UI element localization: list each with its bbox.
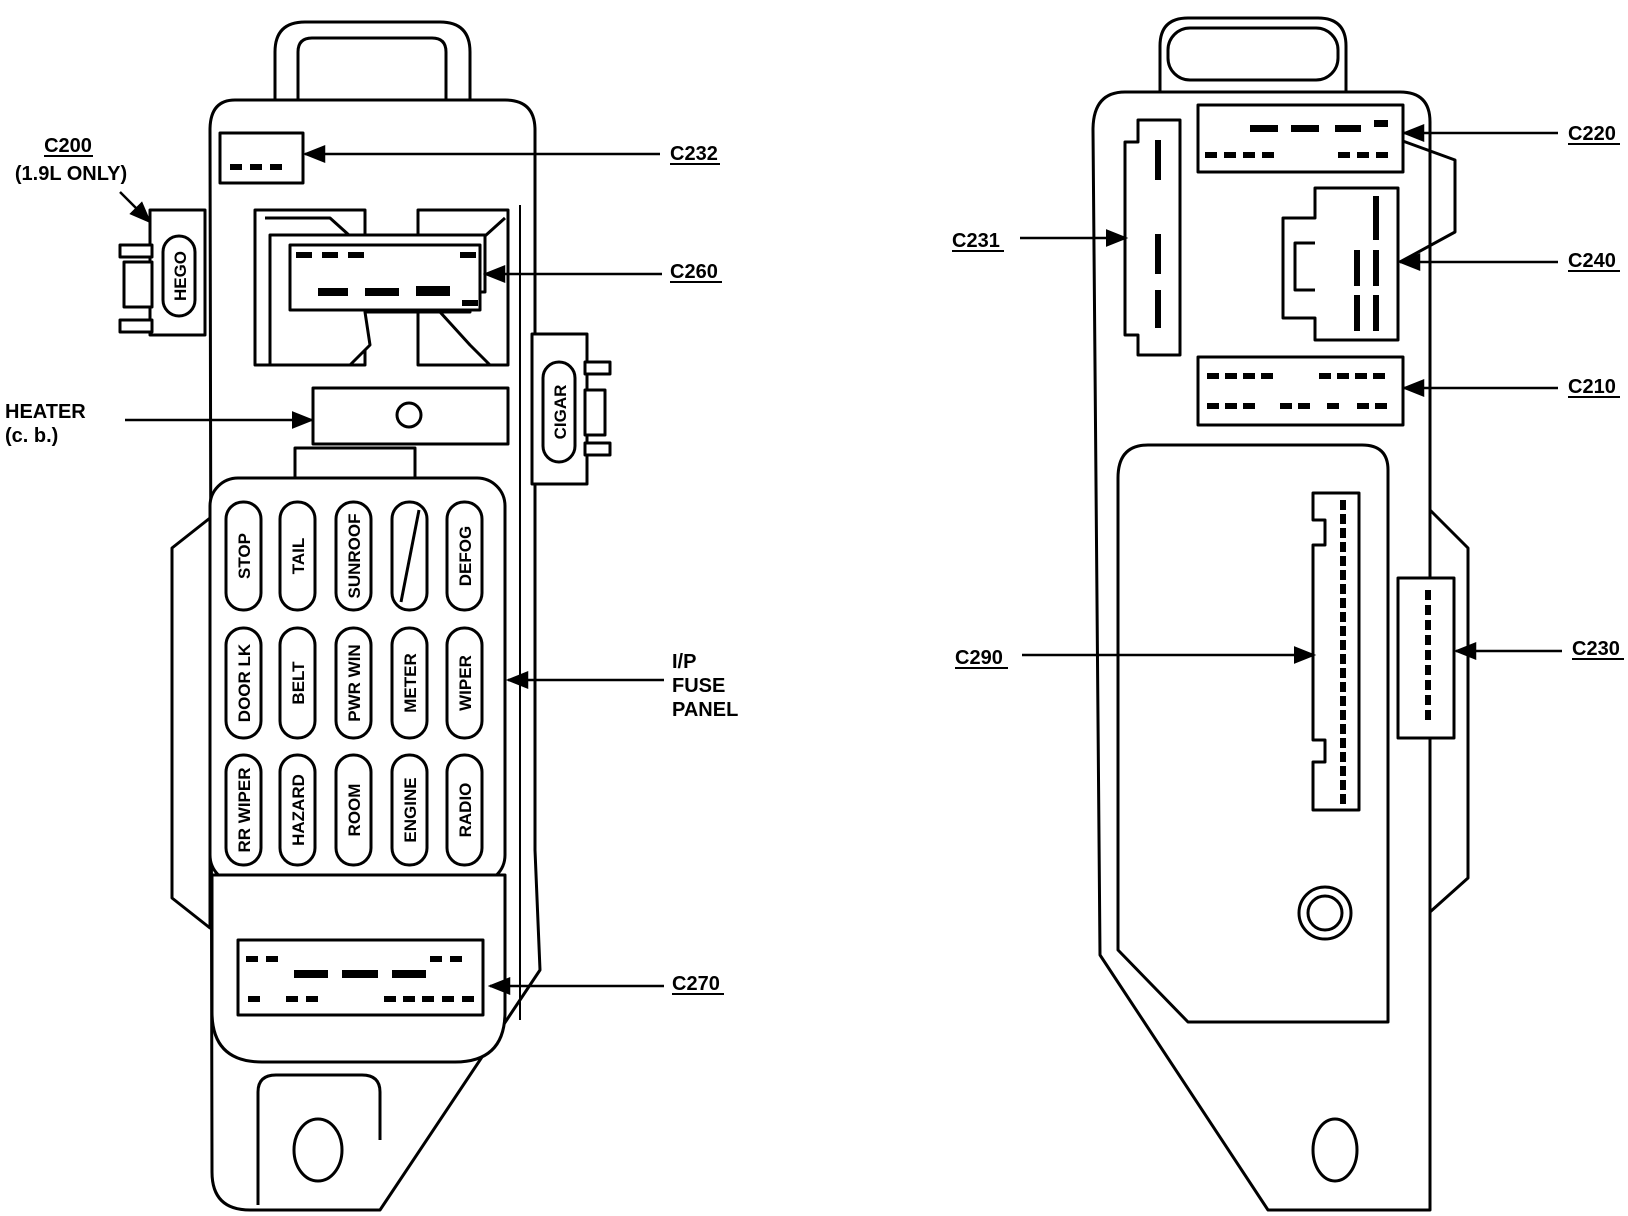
c270-connector <box>210 873 507 1064</box>
fuse-wiper: WIPER <box>445 626 484 740</box>
callout-c240: C240 <box>1568 250 1616 272</box>
c260-connector <box>253 208 510 367</box>
front-view-panel: HEGO CIGAR STOP TAIL <box>118 20 612 1212</box>
callout-heater: HEATER <box>5 401 86 423</box>
callout-heater-note: (c. b.) <box>5 425 58 447</box>
fuse-label-sunroof: SUNROOF <box>345 514 364 599</box>
fuse-label-room: ROOM <box>345 784 364 837</box>
fuse-meter: METER <box>390 626 429 740</box>
c210-connector <box>1196 355 1405 427</box>
fuse-label-meter: METER <box>401 653 420 713</box>
fuse-room: ROOM <box>334 753 373 867</box>
c230-connector <box>1396 576 1456 740</box>
fuse-rr-wiper: RR WIPER <box>224 753 263 867</box>
fuse-tail: TAIL <box>278 500 317 612</box>
fuse-label-radio: RADIO <box>456 783 475 838</box>
fuse-defog: DEFOG <box>445 500 484 612</box>
fuse-radio: RADIO <box>445 753 484 867</box>
fuse-pwr-win: PWR WIN <box>334 626 373 740</box>
rear-view-panel <box>1091 16 1470 1212</box>
callout-c232: C232 <box>670 143 718 165</box>
fuse-label-rr-wiper: RR WIPER <box>235 768 254 853</box>
c232-connector <box>218 131 305 185</box>
cigar-relay: CIGAR <box>530 332 612 486</box>
callout-c220: C220 <box>1568 123 1616 145</box>
fuse-belt: BELT <box>278 626 317 740</box>
fuse-label-belt: BELT <box>289 661 308 705</box>
front-callouts: C200 (1.9L ONLY) C232 C260 HEATER (c. b.… <box>5 135 738 995</box>
callout-c260: C260 <box>670 261 718 283</box>
fuse-door-lk: DOOR LK <box>224 626 263 740</box>
fuse-label-door-lk: DOOR LK <box>235 643 254 722</box>
fuse-blank <box>390 500 429 612</box>
c290-connector <box>1311 491 1361 812</box>
cigar-label: CIGAR <box>551 385 570 440</box>
callout-c200: C200 <box>44 135 92 157</box>
fuse-sunroof: SUNROOF <box>334 500 373 612</box>
fuse-label-pwr-win: PWR WIN <box>345 644 364 721</box>
c231-connector <box>1123 118 1182 357</box>
callout-fuse-panel-1: I/P <box>672 651 696 673</box>
callout-c270: C270 <box>672 973 720 995</box>
callout-c290: C290 <box>955 647 1003 669</box>
fuse-engine: ENGINE <box>390 753 429 867</box>
c240-connector <box>1281 186 1400 342</box>
callout-fuse-panel-2: FUSE <box>672 675 725 697</box>
c220-connector <box>1196 103 1405 174</box>
callout-c200-note: (1.9L ONLY) <box>15 163 127 185</box>
hego-relay: HEGO <box>118 208 207 337</box>
fuse-label-stop: STOP <box>235 533 254 579</box>
fuse-stop: STOP <box>224 500 263 612</box>
heater-circuit-breaker <box>311 386 510 446</box>
c290-pins <box>1340 500 1346 804</box>
fuse-label-tail: TAIL <box>289 538 308 575</box>
fuse-label-wiper: WIPER <box>456 655 475 711</box>
fuse-label-hazard: HAZARD <box>289 774 308 846</box>
fuse-label-defog: DEFOG <box>456 526 475 586</box>
fuse-label-engine: ENGINE <box>401 777 420 842</box>
rear-mounting-hole <box>1297 885 1353 941</box>
callout-c210: C210 <box>1568 376 1616 398</box>
callout-c231: C231 <box>952 230 1000 252</box>
rear-callouts: C220 C231 C240 C210 C290 C230 <box>952 123 1624 669</box>
rear-bottom-hole <box>1311 1117 1359 1183</box>
hego-label: HEGO <box>171 251 190 301</box>
callout-fuse-panel-3: PANEL <box>672 699 738 721</box>
fuse-hazard: HAZARD <box>278 753 317 867</box>
callout-c230: C230 <box>1572 638 1620 660</box>
fuse-block: STOP TAIL SUNROOF DEFOG DOOR LK <box>208 446 507 885</box>
